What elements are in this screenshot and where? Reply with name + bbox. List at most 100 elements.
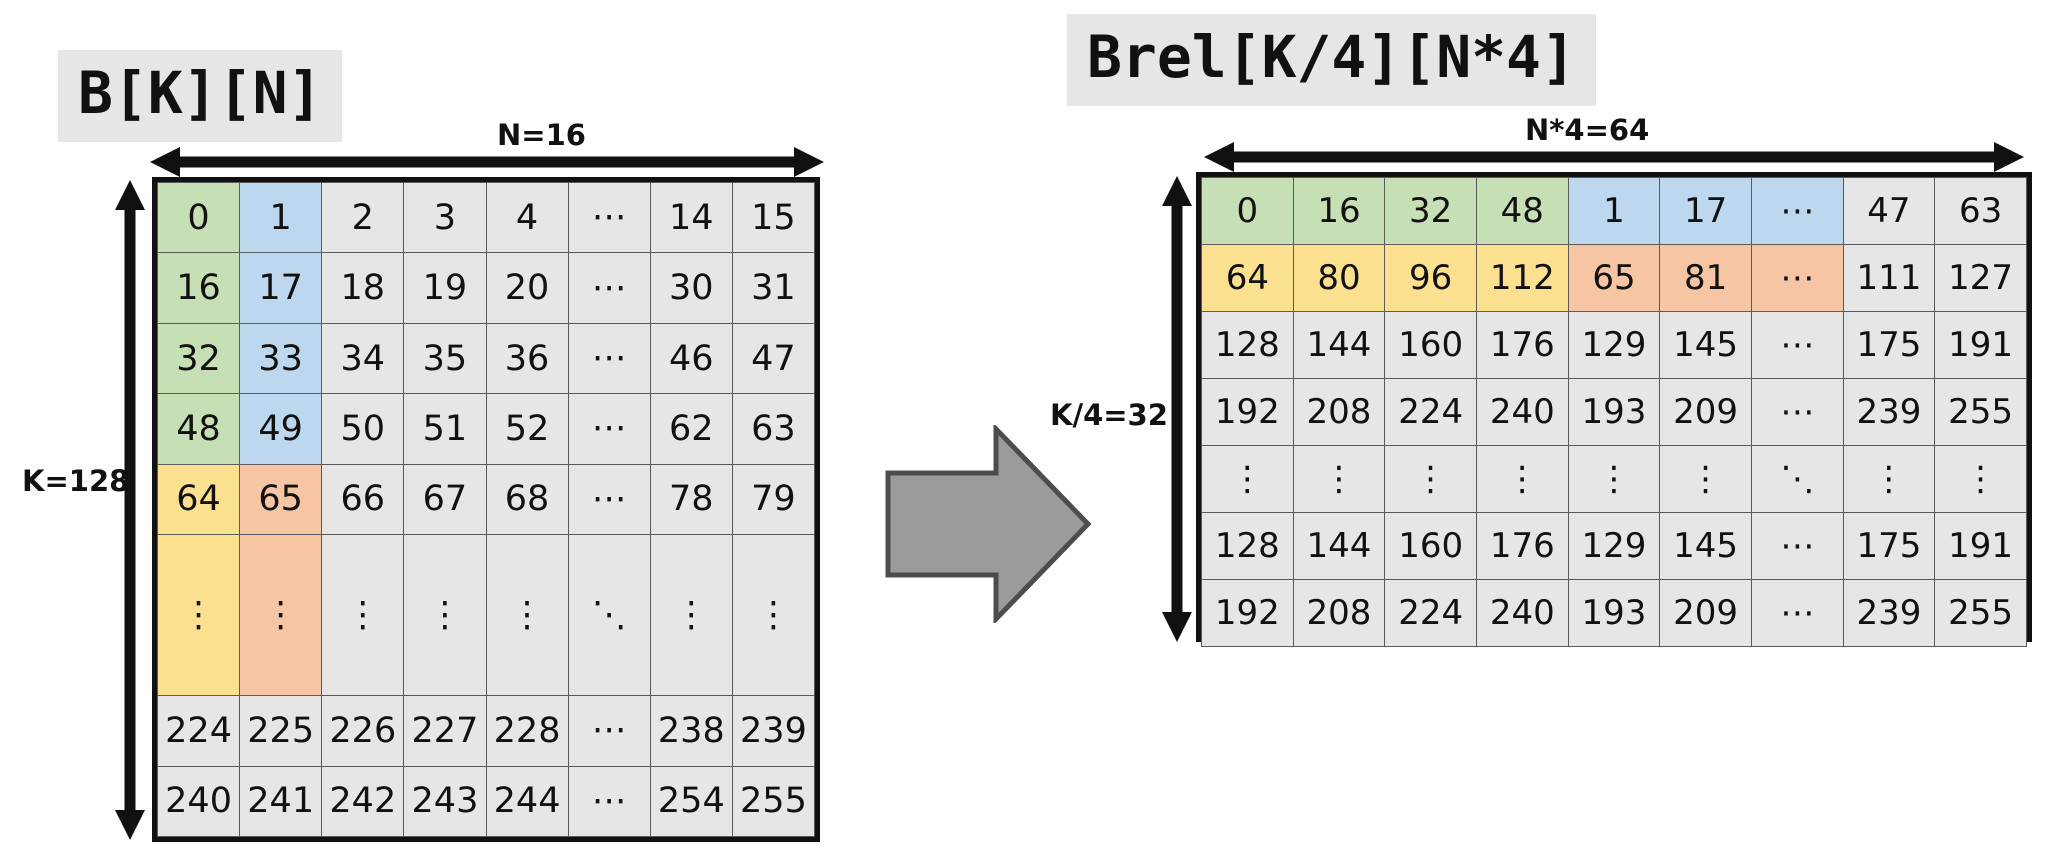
left-matrix-cell: ⋮ [731, 534, 816, 697]
left-width-arrow [150, 147, 824, 177]
right-matrix-cell: 128 [1201, 512, 1294, 580]
right-matrix-cell: ⋮ [1292, 445, 1386, 513]
left-matrix-cell: 18 [321, 252, 405, 324]
right-matrix-cell: 239 [1842, 378, 1936, 446]
right-matrix-cell: ⋯ [1750, 512, 1844, 580]
right-matrix-cell: 80 [1292, 244, 1386, 312]
left-matrix-cell: 66 [321, 463, 405, 536]
right-matrix-cell: 209 [1659, 579, 1752, 647]
left-matrix-cell: 17 [239, 252, 323, 324]
left-matrix-cell: 19 [403, 252, 487, 324]
left-matrix-cell: 63 [731, 393, 816, 465]
right-matrix-cell: 47 [1842, 177, 1936, 245]
right-matrix-cell: 208 [1292, 378, 1386, 446]
left-matrix-cell: 50 [321, 393, 405, 465]
right-matrix-cell: ⋮ [1201, 445, 1294, 513]
right-height-arrow [1162, 176, 1192, 642]
left-matrix-cell: 240 [156, 765, 241, 838]
right-matrix-cell: 239 [1842, 579, 1936, 647]
right-matrix-cell: 192 [1201, 579, 1294, 647]
right-matrix-cell: 128 [1201, 311, 1294, 379]
left-matrix-cell: 243 [403, 765, 487, 838]
right-matrix-cell: ⋯ [1750, 311, 1844, 379]
right-matrix-cell: 65 [1567, 244, 1661, 312]
right-block-arrow-icon [885, 425, 1092, 623]
right-matrix-cell: 1 [1567, 177, 1661, 245]
right-matrix-cell: 16 [1292, 177, 1386, 245]
left-matrix-cell: 226 [321, 695, 405, 767]
right-matrix-cell: 144 [1292, 311, 1386, 379]
right-matrix-cell: 145 [1659, 311, 1752, 379]
left-matrix-cell: ⋯ [567, 252, 651, 324]
right-matrix-cell: ⋮ [1475, 445, 1569, 513]
left-height-dimension-label: K=128 [22, 464, 130, 498]
left-matrix-cell: 228 [485, 695, 569, 767]
right-matrix-cell: 193 [1567, 579, 1661, 647]
right-matrix-cell: 192 [1201, 378, 1294, 446]
left-matrix-cell: 14 [649, 181, 733, 254]
right-matrix-cell: 63 [1934, 177, 2027, 245]
right-matrix-cell: 255 [1934, 378, 2027, 446]
right-matrix-cell: 240 [1475, 378, 1569, 446]
right-matrix-cell: 145 [1659, 512, 1752, 580]
left-matrix-cell: 62 [649, 393, 733, 465]
right-matrix-cell: ⋮ [1384, 445, 1477, 513]
left-matrix-cell: 67 [403, 463, 487, 536]
left-matrix-cell: ⋯ [567, 695, 651, 767]
right-matrix-cell: ⋱ [1750, 445, 1844, 513]
left-matrix-cell: ⋯ [567, 322, 651, 395]
left-matrix-cell: 241 [239, 765, 323, 838]
left-matrix-cell: 32 [156, 322, 241, 395]
left-matrix-cell: 49 [239, 393, 323, 465]
left-matrix-cell: 78 [649, 463, 733, 536]
right-matrix-cell: 191 [1934, 311, 2027, 379]
right-matrix-cell: ⋯ [1750, 244, 1844, 312]
left-matrix-cell: 255 [731, 765, 816, 838]
left-matrix-row: ⋮⋮⋮⋮⋮⋱⋮⋮ [156, 534, 816, 697]
right-matrix-cell: 48 [1475, 177, 1569, 245]
left-matrix-cell: 64 [156, 463, 241, 536]
right-matrix-cell: 111 [1842, 244, 1936, 312]
left-matrix-cell: 34 [321, 322, 405, 395]
left-matrix-cell: 30 [649, 252, 733, 324]
left-matrix-cell: ⋯ [567, 181, 651, 254]
right-width-arrow [1204, 142, 2024, 172]
left-matrix-cell: 244 [485, 765, 569, 838]
left-matrix-cell: 31 [731, 252, 816, 324]
right-height-dimension-label: K/4=32 [1050, 398, 1168, 432]
right-matrix-title: Brel[K/4][N*4] [1067, 14, 1596, 106]
left-matrix-title: B[K][N] [58, 50, 343, 142]
left-height-arrow [115, 180, 145, 840]
right-matrix-cell: 176 [1475, 311, 1569, 379]
left-matrix-cell: ⋮ [156, 534, 241, 697]
left-matrix-cell: ⋮ [403, 534, 487, 697]
right-matrix-cell: ⋮ [1567, 445, 1661, 513]
right-width-dimension-label: N*4=64 [1525, 113, 1650, 147]
right-matrix-cell: 209 [1659, 378, 1752, 446]
left-matrix-cell: 1 [239, 181, 323, 254]
right-matrix-cell: 144 [1292, 512, 1386, 580]
left-matrix-cell: 242 [321, 765, 405, 838]
left-matrix-cell: 239 [731, 695, 816, 767]
right-matrix-cell: 224 [1384, 378, 1477, 446]
left-matrix-cell: 47 [731, 322, 816, 395]
right-matrix-cell: 64 [1201, 244, 1294, 312]
left-matrix-cell: ⋯ [567, 393, 651, 465]
left-matrix-cell: ⋯ [567, 463, 651, 536]
right-matrix-cell: 176 [1475, 512, 1569, 580]
right-matrix-cell: ⋯ [1750, 177, 1844, 245]
left-matrix-cell: 20 [485, 252, 569, 324]
left-matrix-cell: ⋮ [321, 534, 405, 697]
